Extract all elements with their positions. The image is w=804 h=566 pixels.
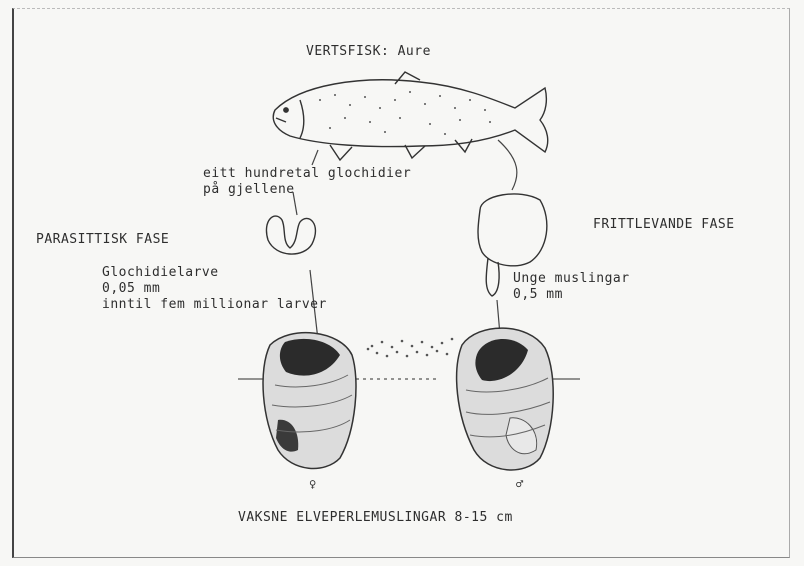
free-living-phase-label: FRITTLEVANDE FASE	[593, 217, 735, 233]
gills-note-line1: eitt hundretal glochidier	[203, 166, 411, 182]
male-adult-mussel	[457, 328, 554, 470]
larva-count: inntil fem millionar larver	[102, 297, 327, 313]
drifting-larvae	[367, 338, 454, 358]
larva-size: 0,05 mm	[102, 281, 160, 297]
adults-caption: VAKSNE ELVEPERLEMUSLINGAR 8-15 cm	[238, 510, 513, 526]
trout-illustration	[273, 72, 547, 160]
parasitic-phase-label: PARASITTISK FASE	[36, 232, 169, 248]
female-symbol: ♀	[309, 476, 317, 492]
host-fish-title: VERTSFISK: Aure	[306, 44, 431, 60]
trout-spots	[319, 91, 491, 135]
male-symbol: ♂	[516, 476, 524, 492]
glochidium-larva	[266, 216, 315, 254]
gills-note-line2: på gjellene	[203, 182, 295, 198]
female-adult-mussel	[263, 333, 356, 469]
juvenile-size: 0,5 mm	[513, 287, 563, 303]
larva-name: Glochidielarve	[102, 265, 219, 281]
juvenile-name: Unge muslingar	[513, 271, 630, 287]
